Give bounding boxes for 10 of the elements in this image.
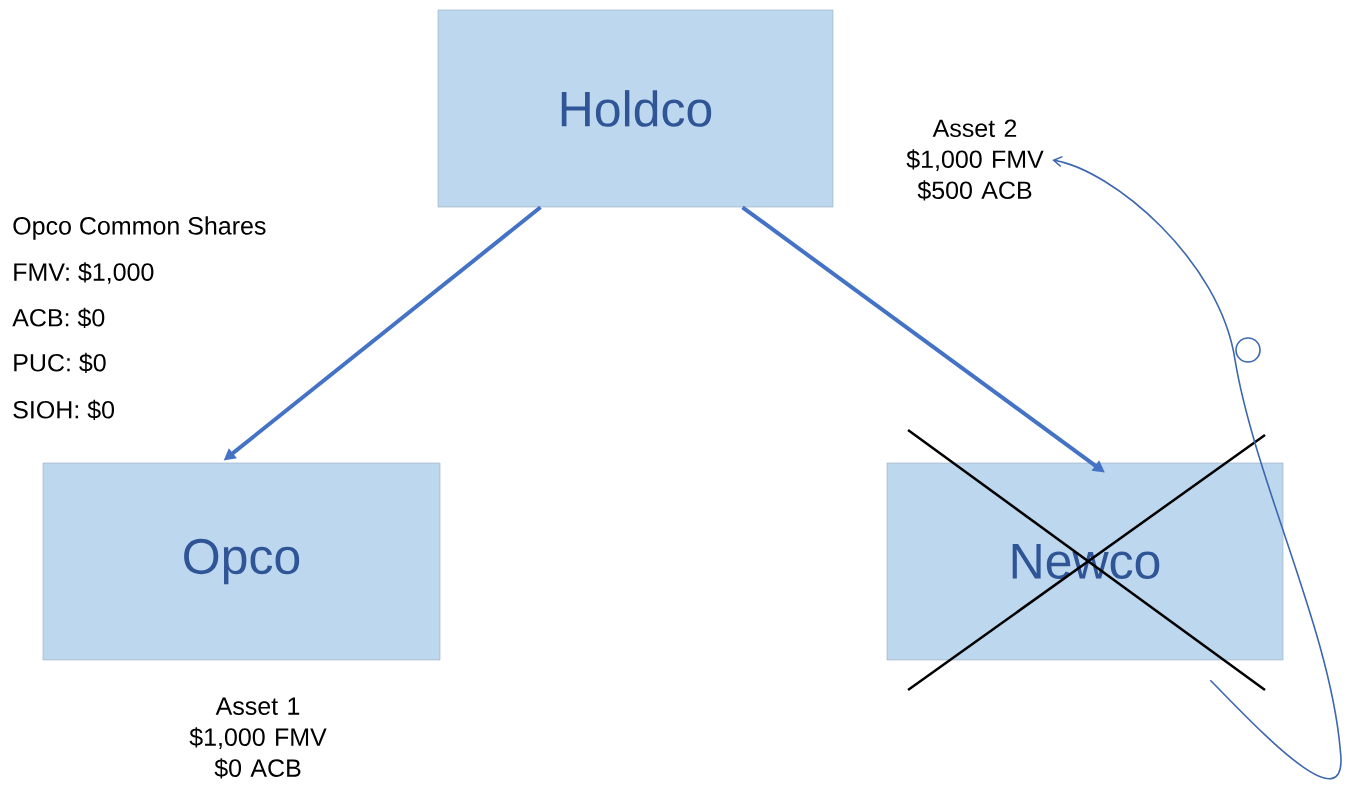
share-note: FMV: $1,000 <box>14 262 154 284</box>
curved-arrow <box>1052 155 1342 780</box>
share-note: Opco Common Shares <box>13 216 266 240</box>
asset-text: Asset 2 $1,000 FMV $500 ACB <box>906 119 1044 201</box>
share-note: ACB: $0 <box>12 307 105 329</box>
company-box: Holdco <box>437 9 834 208</box>
share-note: PUC: $0 <box>14 352 106 374</box>
asset-text: Asset 1 $1,000 FMV $0 ACB <box>189 697 327 779</box>
company-box: Opco <box>42 462 441 661</box>
share-note: SIOH: $0 <box>13 399 115 421</box>
